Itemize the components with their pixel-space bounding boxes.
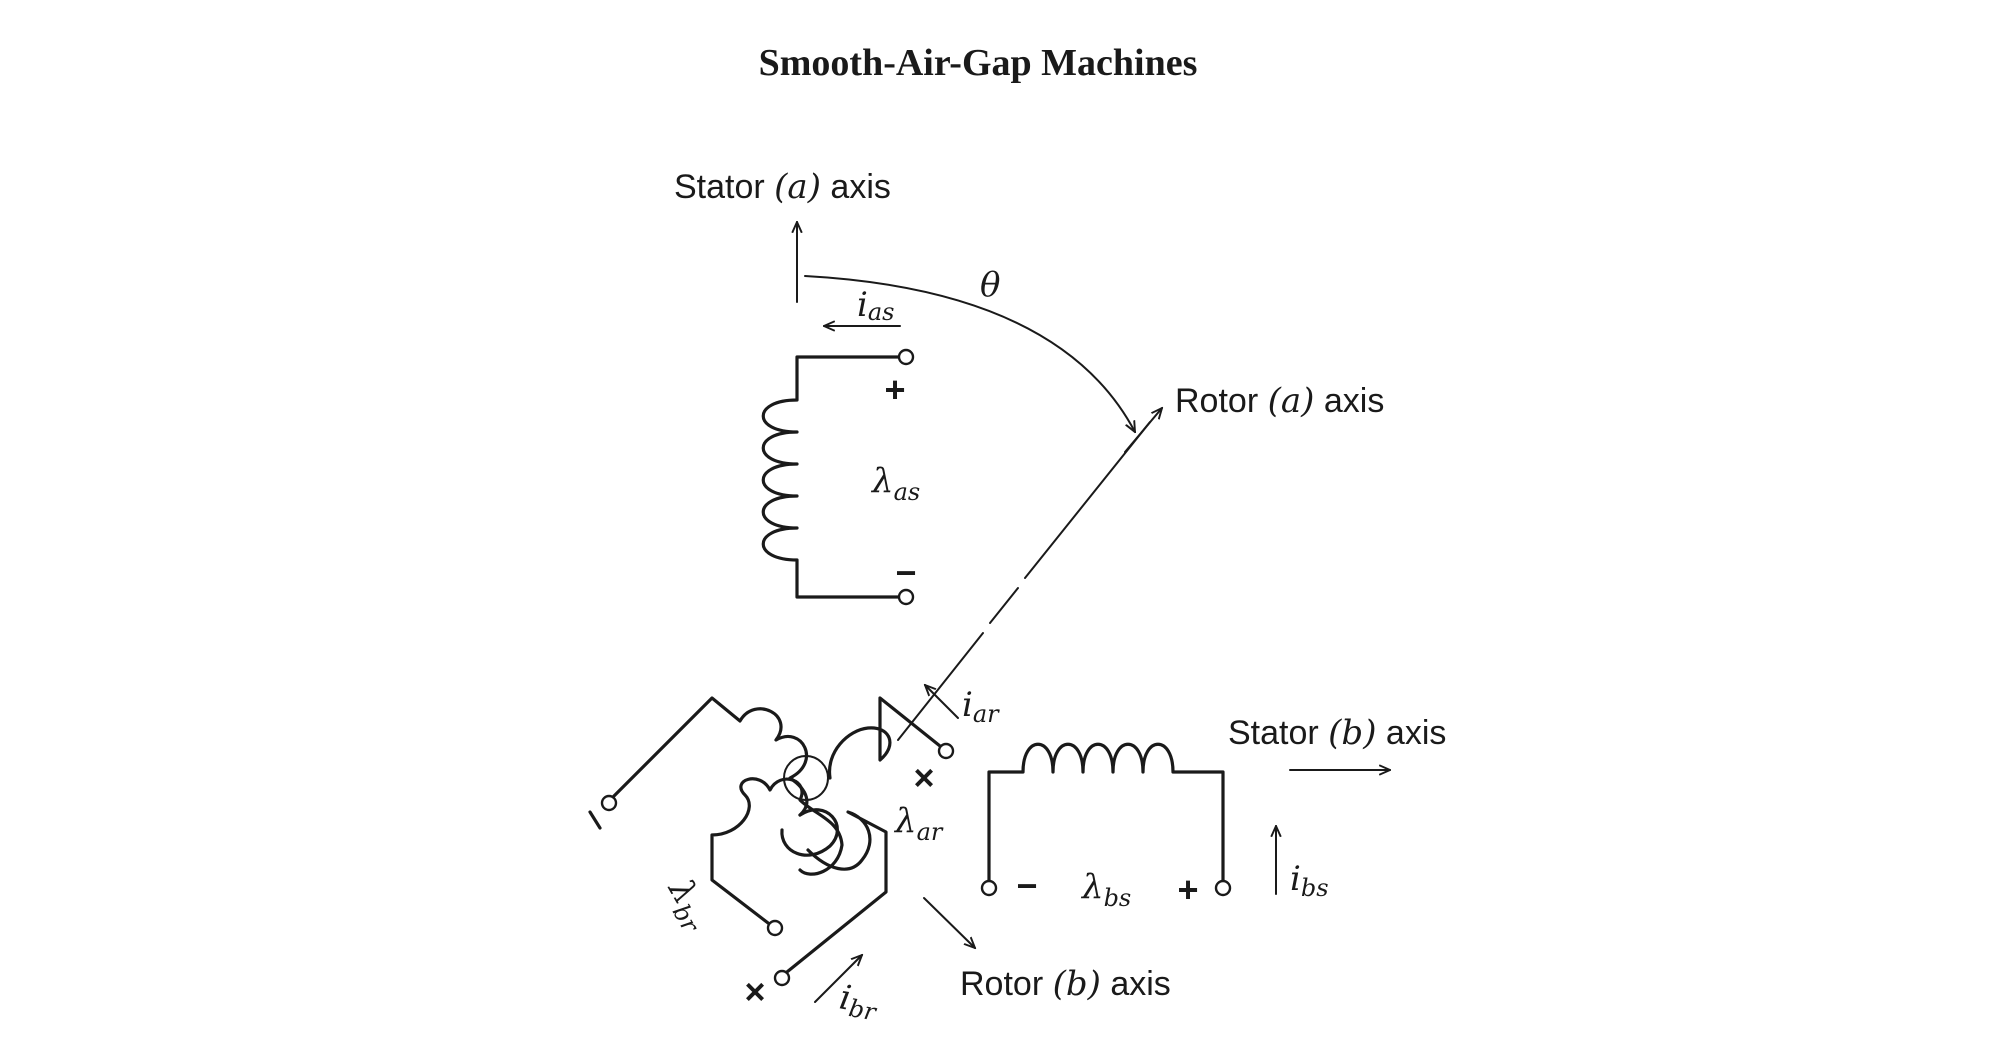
ibr-arrow xyxy=(814,955,862,1003)
rotor-center-ring xyxy=(783,755,829,801)
rotor-b-coil-lower xyxy=(780,810,888,978)
rotor-a-coil-center xyxy=(780,808,839,857)
stator-b-terminal-left xyxy=(980,879,998,897)
diagram-title: Smooth-Air-Gap Machines xyxy=(759,42,1198,84)
stator-a-minus-sign: − xyxy=(895,552,916,593)
rotor-a-coil-left xyxy=(606,696,809,817)
stator-b-minus-sign: − xyxy=(1016,865,1037,906)
rotor-a-axis-line xyxy=(897,421,1151,741)
stator-b-axis-label: Stator (b) axis xyxy=(1228,713,1446,753)
stator-a-plus-sign: + xyxy=(884,369,905,410)
stator-b-coil xyxy=(987,742,1225,882)
stator-a-terminal-top xyxy=(897,348,915,366)
stator-b-terminal-right xyxy=(1214,879,1232,897)
theta-label: θ xyxy=(980,265,1000,305)
lambda-as-label: λas xyxy=(870,461,920,506)
stator-a-terminal-bottom xyxy=(897,588,915,606)
ibr-label: ibr xyxy=(836,977,882,1026)
rotor-b-axis-arrow xyxy=(923,897,975,948)
rotor-a-axis-arrow xyxy=(1124,408,1162,453)
rotor-a-minus-mark xyxy=(588,810,602,830)
stator-a-axis-label: Stator (a) axis xyxy=(674,167,891,207)
lambda-br-label: λbr xyxy=(655,871,720,938)
rotor-windings: × × xyxy=(588,696,955,1012)
rotor-b-terminal-lower xyxy=(773,969,791,987)
stator-a-coil xyxy=(761,355,905,599)
rotor-a-terminal-right xyxy=(937,742,955,760)
rotor-a-coil-right xyxy=(827,696,947,780)
rotor-b-cross-sign: × xyxy=(744,971,765,1012)
lambda-ar-label: λar xyxy=(893,801,944,846)
iar-arrow xyxy=(925,685,959,719)
iar-label: iar xyxy=(962,685,1000,728)
rotor-a-cross-sign: × xyxy=(913,757,934,798)
ibs-label: ibs xyxy=(1290,859,1329,902)
ias-label: ias xyxy=(857,285,895,326)
rotor-b-coil-upper xyxy=(710,777,844,928)
rotor-a-terminal-left xyxy=(600,794,618,812)
stator-b-plus-sign: + xyxy=(1177,869,1198,910)
rotor-b-axis-label: Rotor (b) axis xyxy=(960,964,1171,1004)
lambda-bs-label: λbs xyxy=(1080,867,1131,912)
rotor-a-axis-label: Rotor (a) axis xyxy=(1175,381,1384,421)
rotor-b-terminal-upper xyxy=(766,919,784,937)
theta-arc-arrow xyxy=(804,275,1135,432)
